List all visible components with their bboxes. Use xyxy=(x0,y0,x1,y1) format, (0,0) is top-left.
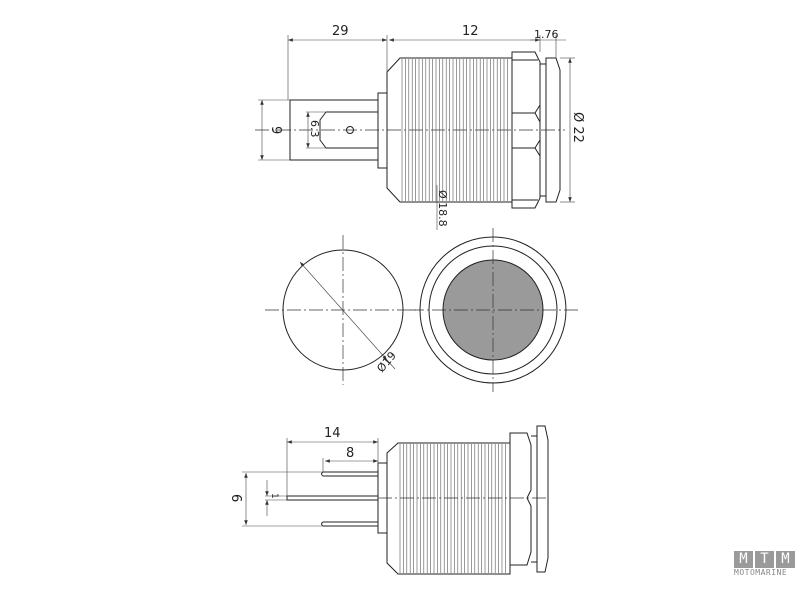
front-view xyxy=(410,228,578,392)
dim-1-label: 1 xyxy=(269,493,279,499)
dim-8-label: 8 xyxy=(346,446,354,461)
dim-9-label: 9 xyxy=(268,126,283,134)
bezel xyxy=(531,425,549,573)
dim-12-label: 12 xyxy=(462,24,479,39)
threaded-body xyxy=(386,442,511,575)
motomarine-logo: M T M MOTOMARINE xyxy=(734,551,796,577)
dim-6-label: 6 xyxy=(228,494,243,502)
blade-hole xyxy=(346,126,354,134)
dim-22-label: Ø 22 xyxy=(570,112,585,143)
dim-19 xyxy=(299,261,388,361)
logo-letter: M xyxy=(734,551,753,568)
terminal-blade xyxy=(319,111,378,149)
flange xyxy=(377,92,388,169)
threads xyxy=(399,444,506,573)
hex-nut xyxy=(509,432,532,566)
dim-1-76-label: 1.76 xyxy=(534,28,559,41)
logo-letter: M xyxy=(776,551,795,568)
pin-bottom xyxy=(321,521,379,527)
side-view-top: 29 12 1.76 9 6.3 Ø 22 Ø 18.8 xyxy=(255,24,585,230)
dim-6-3-label: 6.3 xyxy=(308,120,321,138)
logo-letter: T xyxy=(755,551,774,568)
threads xyxy=(401,59,508,201)
dim-14-label: 14 xyxy=(324,426,341,441)
pin-top xyxy=(321,471,379,477)
dim-19-label: Ø19 xyxy=(374,349,399,375)
dim-29-label: 29 xyxy=(332,24,349,39)
dim-18-8-label: Ø 18.8 xyxy=(436,190,449,227)
cutout-view: Ø19 xyxy=(265,235,420,385)
pin-center xyxy=(286,495,379,501)
logo-text: MOTOMARINE xyxy=(734,568,788,577)
side-view-bottom: 14 8 6 1 xyxy=(228,425,549,575)
